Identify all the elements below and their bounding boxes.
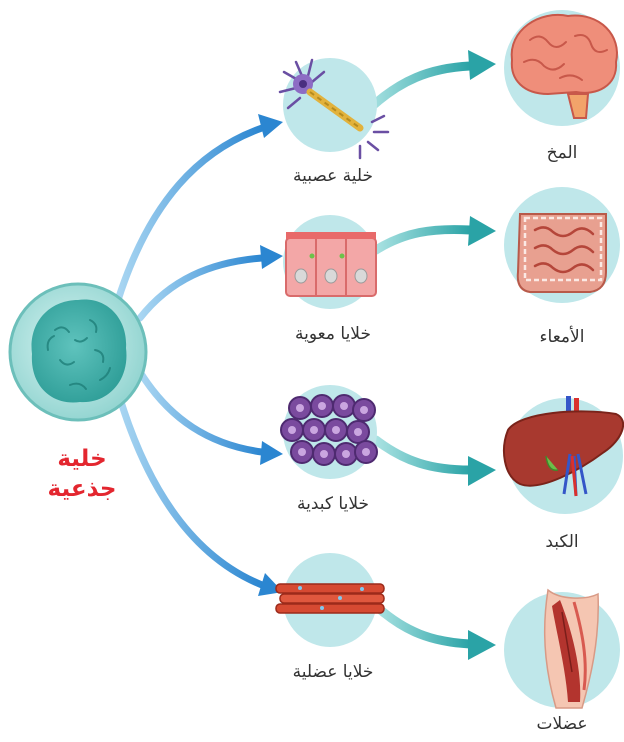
arrow-to-intestines xyxy=(376,216,496,250)
liver-bubble xyxy=(504,396,623,514)
liver-cells-label: خلايا كبدية xyxy=(253,494,413,514)
stem-cell-label-line2: جذعية xyxy=(22,474,142,504)
arrow-to-brain xyxy=(368,50,496,110)
arrow-to-muscle xyxy=(376,606,496,660)
brain-bubble xyxy=(504,10,620,126)
liver-cells-bubble xyxy=(281,385,377,479)
intestines-icon xyxy=(518,214,606,292)
intestinal-cells-icon xyxy=(286,232,376,296)
liver-label: الكبد xyxy=(502,532,622,552)
stem-cell-label: خلية جذعية xyxy=(22,444,142,504)
stem-cell-label-line1: خلية xyxy=(22,444,142,474)
neuron-label: خلية عصبية xyxy=(253,166,413,186)
intestinal-cells-bubble xyxy=(283,215,377,309)
intestines-label: الأمعاء xyxy=(502,327,622,347)
muscle-bubble xyxy=(504,590,620,708)
muscle-cells-label: خلايا عضلية xyxy=(253,662,413,682)
muscle-label: عضلات xyxy=(502,714,622,734)
cell-to-organ-arrows xyxy=(368,50,496,660)
intestines-bubble xyxy=(504,187,620,303)
intestinal-cells-label: خلايا معوية xyxy=(253,324,413,344)
arrow-to-liver-cells xyxy=(140,372,283,465)
neuron-bubble xyxy=(280,58,388,158)
arrow-to-liver xyxy=(376,440,496,486)
arrow-to-intestinal-cells xyxy=(140,245,283,318)
stem-cell-icon xyxy=(10,284,146,420)
muscle-cells-bubble xyxy=(276,553,384,647)
brain-label: المخ xyxy=(502,143,622,163)
muscle-cells-icon xyxy=(276,584,384,613)
